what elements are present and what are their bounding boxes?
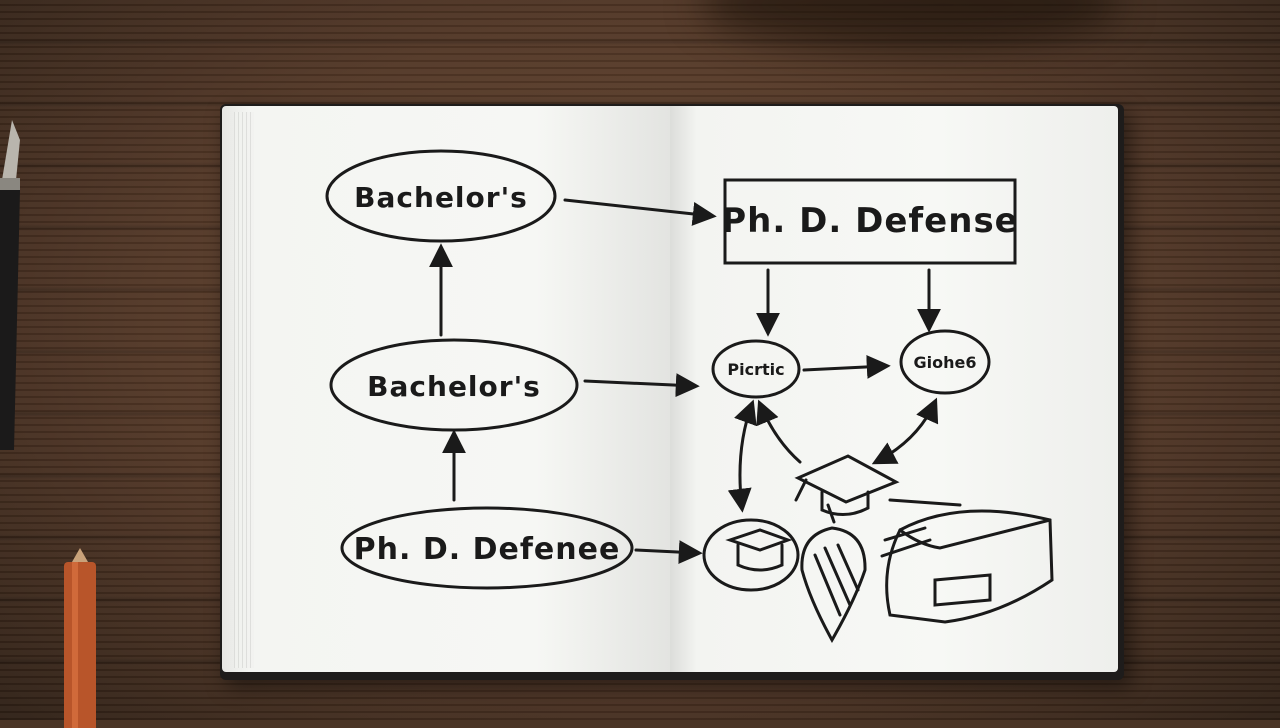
graduation-cap-icon bbox=[794, 454, 900, 524]
label-bachelors-middle: Bachelor's bbox=[367, 370, 541, 403]
label-phd-defense: Ph. D. Defense bbox=[721, 201, 1019, 241]
node-picrtic bbox=[711, 339, 801, 399]
label-bachelors-top: Bachelor's bbox=[354, 181, 528, 214]
label-picrtic: Picrtic bbox=[727, 360, 784, 379]
arrow-bottom-to-pot bbox=[634, 540, 703, 565]
node-bachelors-top bbox=[325, 149, 557, 243]
pencil-icon bbox=[64, 548, 96, 728]
label-phd-defenee: Ph. D. Defenee bbox=[354, 532, 621, 567]
node-giohe6 bbox=[899, 329, 991, 395]
notebook-left-page bbox=[222, 106, 670, 672]
arrow-picrtic-to-giohe6 bbox=[802, 354, 891, 379]
graduation-cap-pot-icon bbox=[702, 518, 800, 592]
page-edges bbox=[234, 112, 254, 668]
node-phd-defense-box bbox=[723, 178, 1017, 265]
notebook-right-page bbox=[670, 106, 1118, 672]
fountain-pen-icon bbox=[0, 120, 20, 450]
location-pin-icon bbox=[800, 526, 867, 644]
label-giohe6: Giohe6 bbox=[914, 353, 977, 372]
suitcase-icon bbox=[880, 498, 1054, 624]
arrow-middle-to-circle bbox=[583, 373, 700, 398]
arrow-top-to-box bbox=[563, 198, 717, 226]
arrow-giohe6-to-cap bbox=[871, 397, 939, 465]
arrow-cap-to-picrtic bbox=[756, 399, 802, 464]
node-phd-defenee bbox=[340, 506, 634, 590]
arrow-picrtic-to-pot bbox=[727, 399, 757, 513]
